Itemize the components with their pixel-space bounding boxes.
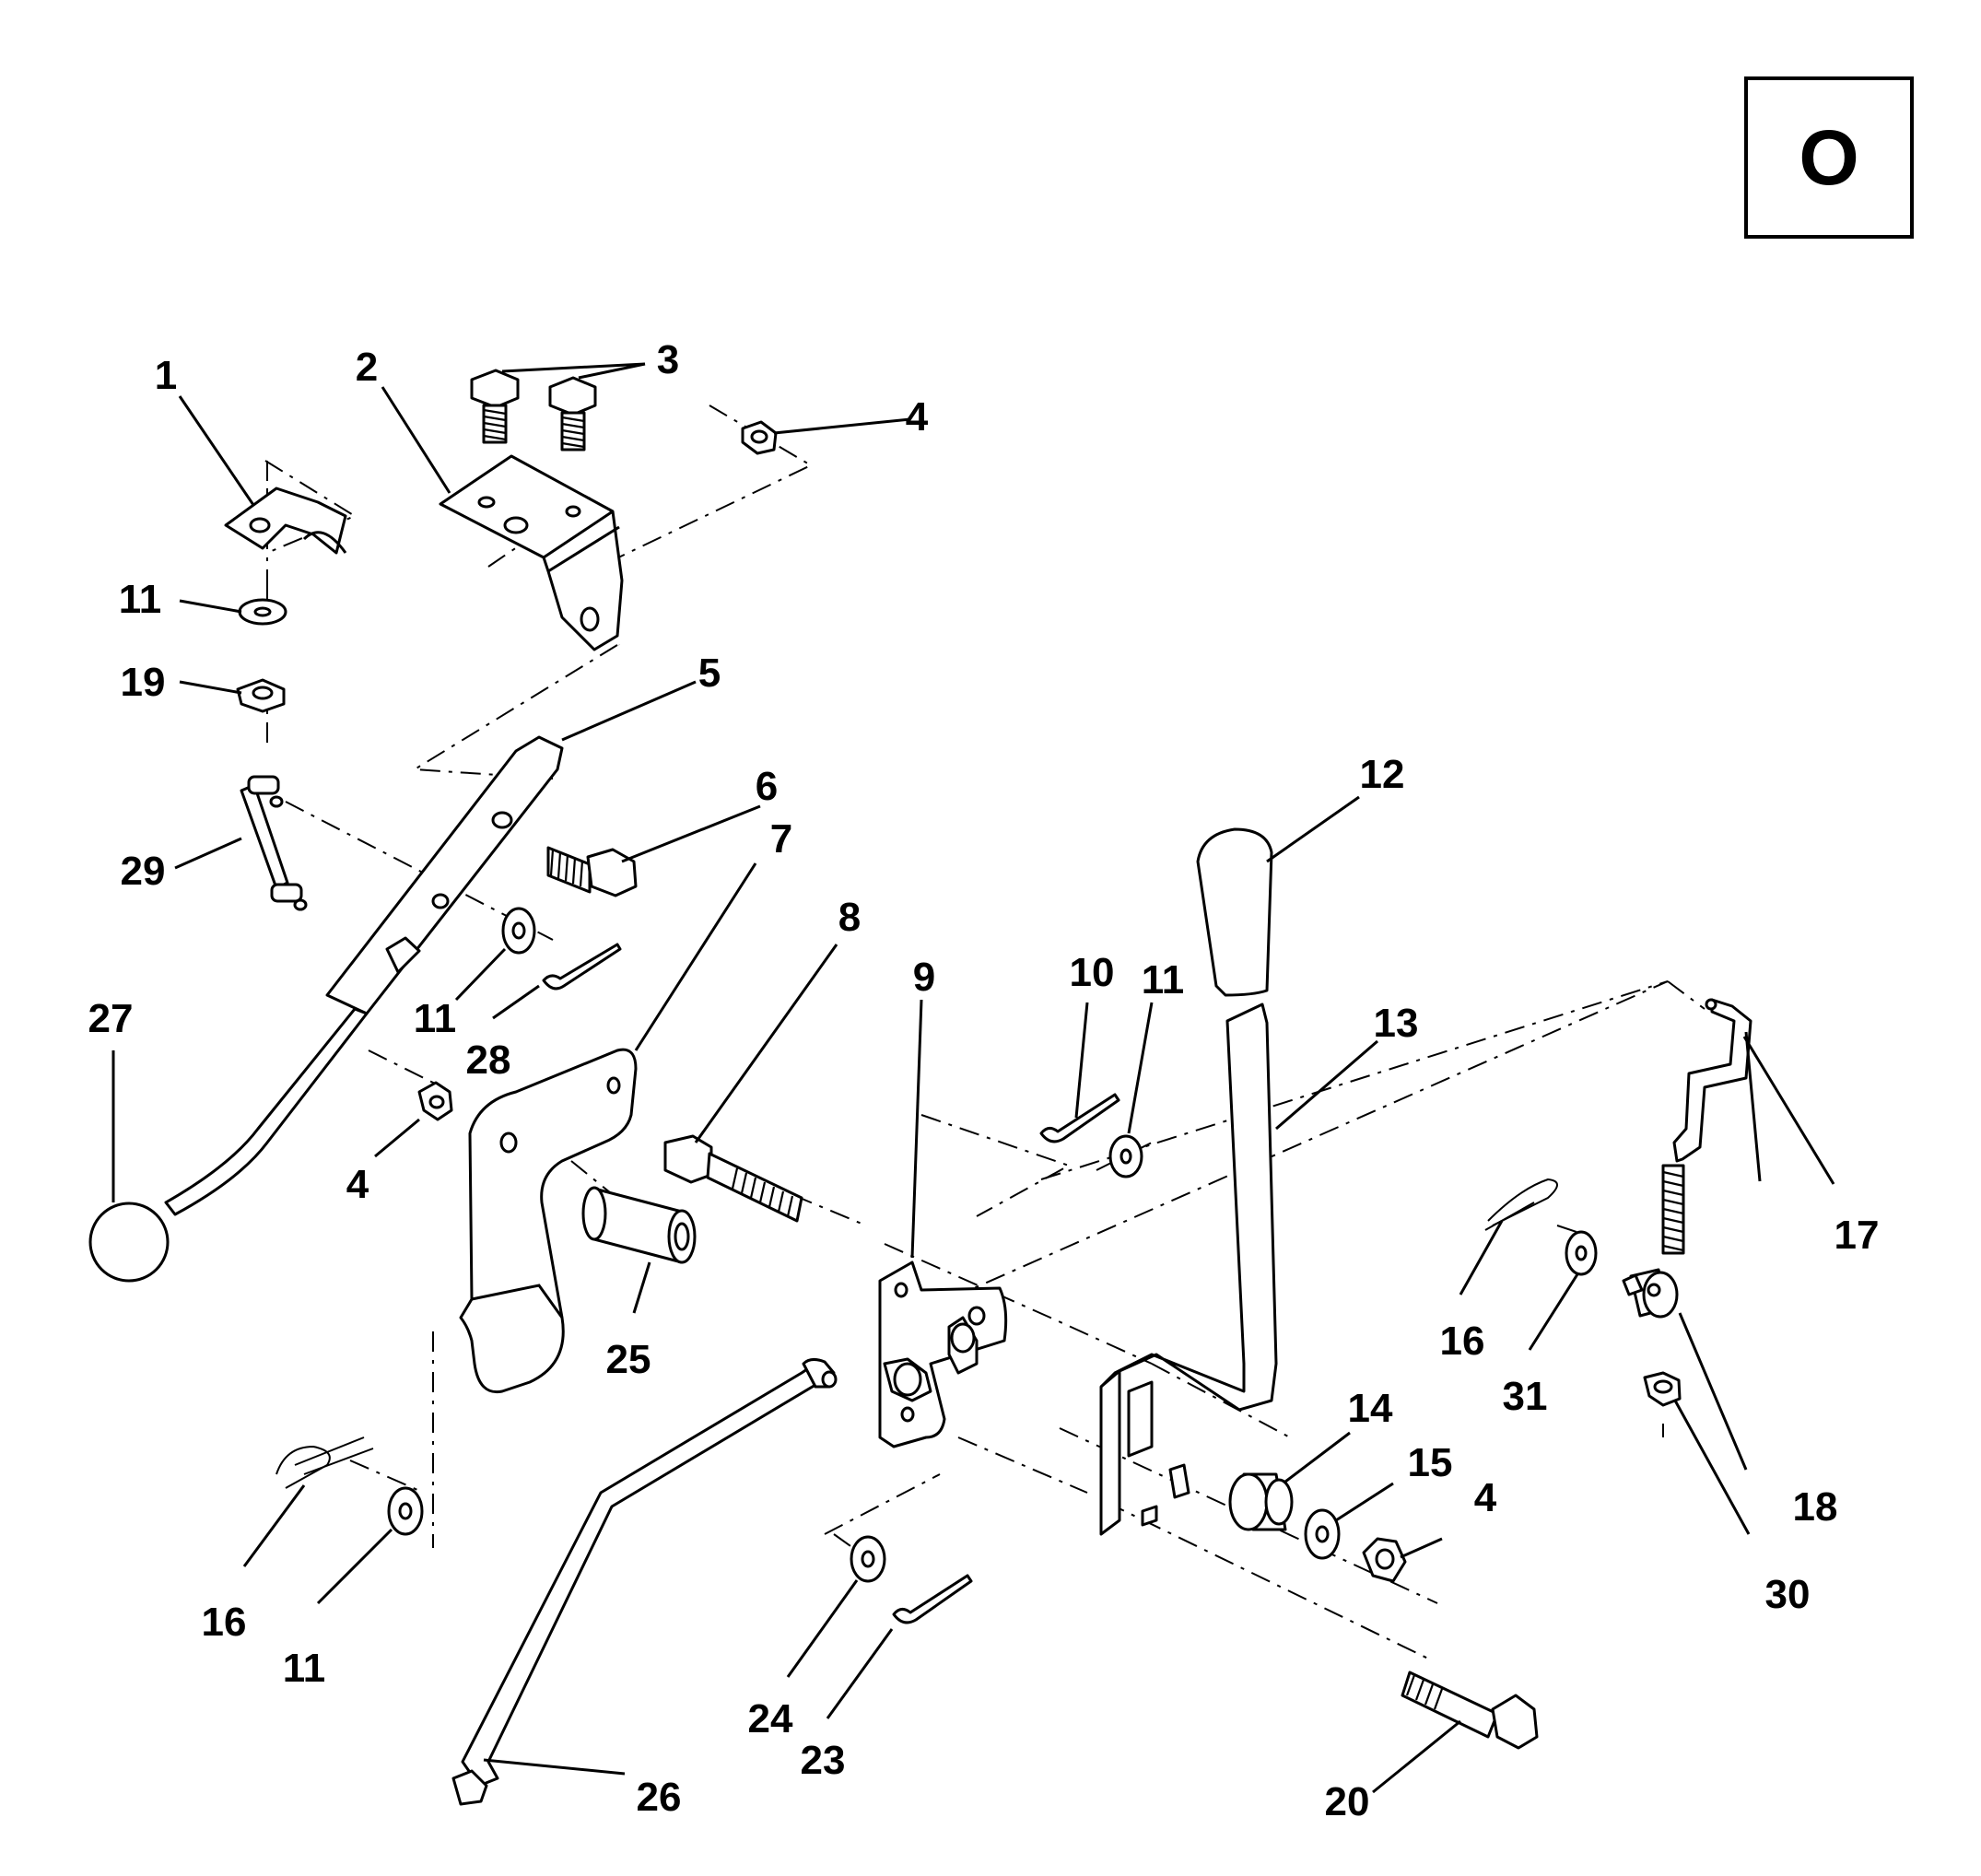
callout-27: 27 — [88, 996, 134, 1041]
part-24-washer — [850, 1535, 886, 1583]
callout-3: 3 — [657, 337, 679, 382]
part-30-nut — [1643, 1371, 1682, 1407]
part-16-hairpin-right — [1484, 1178, 1558, 1231]
part-4-hex-nut-top — [741, 420, 778, 455]
part-14-bushing — [1228, 1472, 1294, 1531]
part-31-washer — [1565, 1230, 1598, 1276]
part-16-hairpin-left — [275, 1436, 374, 1489]
part-12-handle-grip — [1196, 827, 1273, 997]
callout-8: 8 — [838, 895, 861, 940]
callout-16: 16 — [202, 1600, 247, 1645]
callout-31: 31 — [1503, 1374, 1548, 1419]
part-6-bolt — [546, 846, 638, 897]
callout-1: 1 — [155, 353, 177, 398]
callout-24: 24 — [748, 1696, 793, 1741]
callout-10: 10 — [1070, 950, 1115, 995]
part-13-handle-lever — [1099, 1002, 1278, 1536]
part-1-cable-clip — [224, 487, 347, 555]
callout-5: 5 — [698, 651, 721, 696]
part-2-mounting-bracket — [439, 454, 624, 651]
assembly-lines — [264, 405, 1706, 1659]
part-17-threaded-rod — [1661, 998, 1752, 1255]
callout-25: 25 — [606, 1337, 651, 1382]
part-4-hex-nut-right — [1362, 1537, 1407, 1583]
part-7-bracket-plate — [459, 1048, 638, 1394]
part-26-long-rod — [451, 1357, 838, 1806]
part-11-washer-upper — [238, 598, 287, 626]
callout-2: 2 — [356, 345, 378, 390]
part-27-knob — [88, 1202, 170, 1283]
part-28-cotter-pin — [542, 943, 622, 991]
callout-14: 14 — [1348, 1386, 1393, 1431]
callout-20: 20 — [1325, 1779, 1370, 1824]
part-11-washer-center — [1108, 1134, 1143, 1178]
callout-11: 11 — [119, 577, 162, 622]
part-4-hex-nut-left — [417, 1081, 453, 1121]
part-11-washer-lower — [387, 1486, 424, 1536]
part-11-washer-mid — [501, 907, 536, 955]
callout-labels: 1 2 3 4 11 19 5 6 7 29 11 28 27 4 8 9 10… — [88, 337, 1880, 1824]
part-19-nut — [236, 678, 286, 713]
section-marker: O — [1744, 76, 1914, 239]
callout-15: 15 — [1408, 1440, 1453, 1485]
callout-16: 16 — [1440, 1319, 1485, 1364]
part-15-washer — [1304, 1508, 1341, 1560]
callout-23: 23 — [801, 1738, 846, 1783]
callout-4: 4 — [906, 394, 929, 440]
part-20-bolt — [1401, 1671, 1539, 1750]
part-3-bolts — [470, 369, 597, 451]
part-5-lift-arm — [164, 735, 564, 1216]
callout-18: 18 — [1793, 1484, 1838, 1530]
callout-11: 11 — [283, 1646, 326, 1691]
callout-12: 12 — [1360, 752, 1405, 797]
callout-28: 28 — [466, 1038, 511, 1083]
part-23-cotter-pin — [892, 1574, 973, 1624]
callout-11: 11 — [414, 996, 457, 1041]
callout-4: 4 — [346, 1162, 369, 1207]
callout-11: 11 — [1142, 957, 1185, 1002]
callout-4: 4 — [1474, 1475, 1497, 1520]
part-18-swivel — [1622, 1268, 1679, 1319]
leader-lines — [111, 362, 1835, 1794]
callout-19: 19 — [121, 660, 166, 705]
part-29-link-rod — [240, 775, 308, 911]
part-10-cotter-pin — [1039, 1093, 1120, 1143]
part-25-spacer-tube — [581, 1186, 697, 1264]
callout-17: 17 — [1834, 1213, 1880, 1258]
part-9-pivot-plate — [878, 1260, 1008, 1448]
callout-26: 26 — [637, 1775, 682, 1820]
callout-7: 7 — [770, 816, 792, 862]
callout-6: 6 — [756, 764, 778, 809]
callout-29: 29 — [121, 849, 166, 894]
callout-30: 30 — [1765, 1572, 1811, 1617]
callout-9: 9 — [913, 955, 935, 1000]
part-8-bolt — [663, 1134, 803, 1223]
section-letter: O — [1799, 114, 1858, 201]
callout-13: 13 — [1374, 1001, 1419, 1046]
